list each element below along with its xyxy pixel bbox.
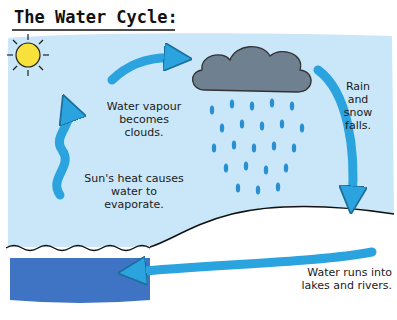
ground-line xyxy=(150,207,394,248)
sky xyxy=(8,33,394,247)
note-label: Water vapour becomes clouds. xyxy=(102,100,186,139)
title-underline xyxy=(12,29,175,31)
note-label: Water runs into lakes and rivers. xyxy=(276,266,392,292)
note-label: Rain and snow falls. xyxy=(336,80,380,132)
cycle-arrows xyxy=(57,58,372,272)
water-surface xyxy=(6,246,150,251)
cloud xyxy=(193,47,312,92)
diagram-title: The Water Cycle: xyxy=(14,7,178,27)
rain-drops xyxy=(210,99,304,195)
lake xyxy=(10,258,150,303)
sun xyxy=(7,34,49,76)
note-label: Sun's heat causes water to evaporate. xyxy=(82,172,186,211)
